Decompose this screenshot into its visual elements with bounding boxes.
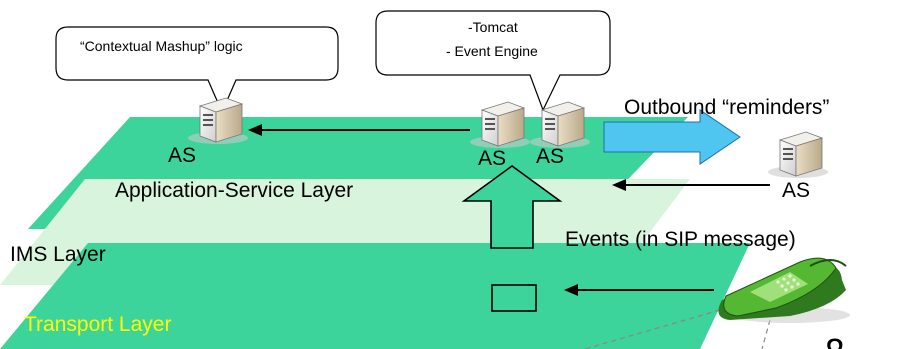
transport-layer-plane [0, 243, 750, 349]
as-label-tomcat: AS [478, 147, 507, 170]
svg-text:Ω: Ω [826, 334, 844, 349]
outbound-arrow [603, 109, 741, 165]
transport-layer-label: Transport Layer [24, 313, 172, 336]
as-server-icon-outbound [767, 131, 829, 179]
application-service-layer-label: Application-Service Layer [115, 179, 354, 202]
event-up-arrow [461, 165, 563, 249]
transport-box [491, 284, 537, 312]
tomcat-callout-line2: - Event Engine [446, 43, 538, 59]
mashup-callout [55, 26, 339, 114]
as-label-outbound: AS [782, 179, 811, 202]
tomcat-callout [375, 10, 611, 112]
ims-layer-label: IMS Layer [10, 243, 106, 266]
mobile-phone-icon [718, 257, 850, 323]
outbound-reminders-label: Outbound “reminders” [624, 96, 830, 119]
tomcat-callout-line1: -Tomcat [468, 19, 518, 35]
events-label: Events (in SIP message) [565, 228, 796, 251]
mashup-callout-text: “Contextual Mashup” logic [80, 38, 243, 54]
as-label-event-engine: AS [536, 145, 565, 168]
as-label-mashup: AS [168, 144, 197, 167]
